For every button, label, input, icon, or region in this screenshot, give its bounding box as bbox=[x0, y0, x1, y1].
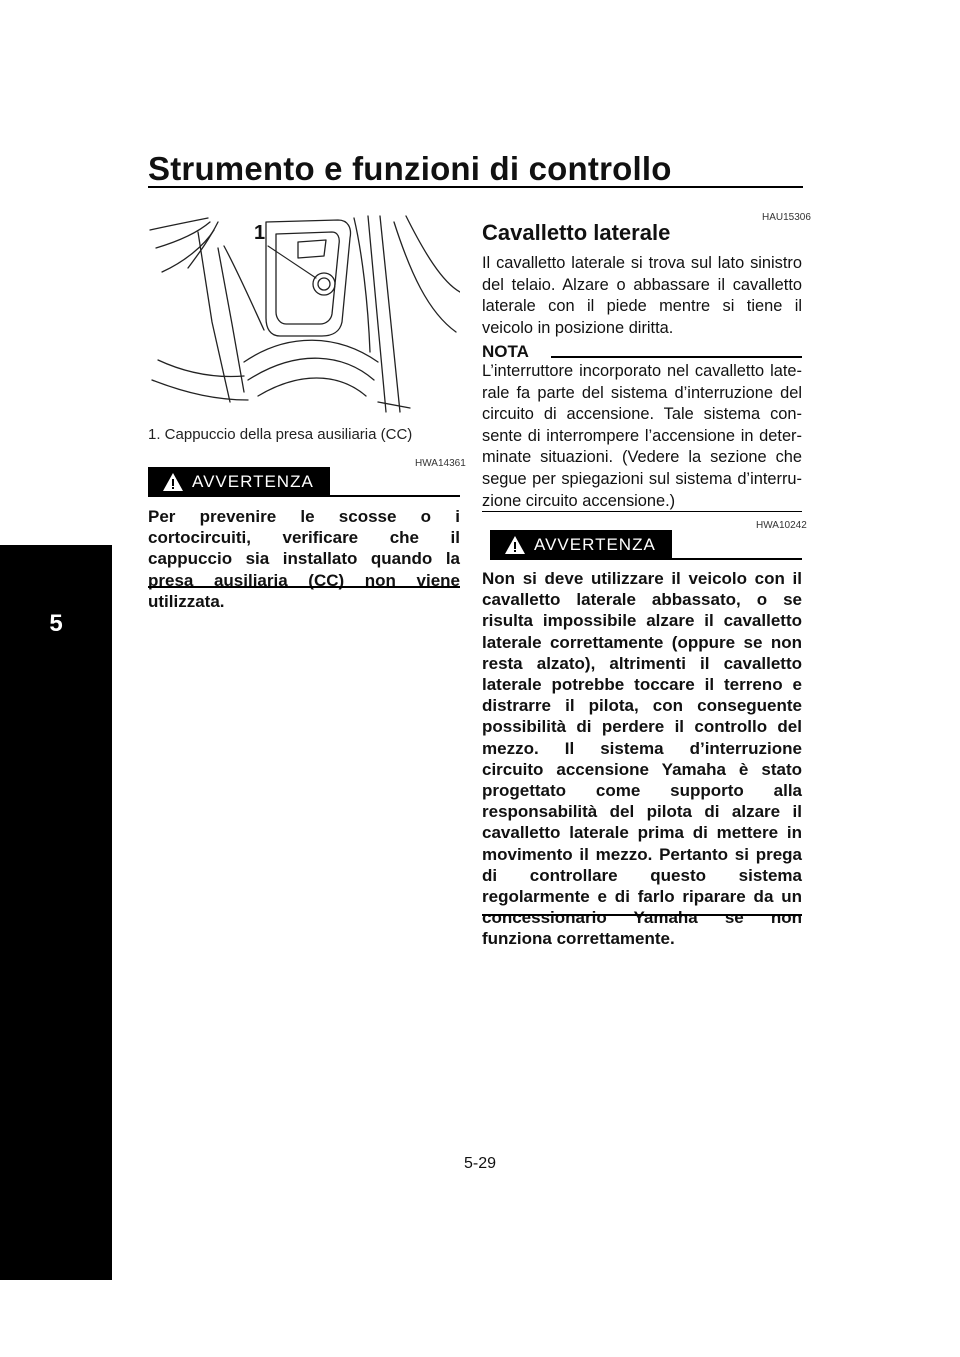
warning-label: AVVERTENZA bbox=[192, 472, 314, 491]
warning-badge-2: AVVERTENZA bbox=[490, 530, 672, 560]
warning-triangle-icon bbox=[163, 473, 183, 491]
warning-ref-code-2: HWA10242 bbox=[756, 520, 807, 531]
warning-label-2: AVVERTENZA bbox=[534, 535, 656, 554]
warning-ref-code: HWA14361 bbox=[415, 458, 466, 469]
warning-header-rule bbox=[320, 495, 460, 497]
chapter-tab bbox=[0, 545, 112, 1280]
warning-header-rule-2 bbox=[665, 558, 802, 560]
chapter-number: 5 bbox=[49, 610, 63, 637]
warning-end-rule bbox=[148, 586, 460, 588]
warning-text-2: Non si deve utilizzare il veicolo con il… bbox=[482, 569, 802, 949]
warning-header: AVVERTENZA bbox=[148, 467, 460, 497]
figure-caption: 1. Cappuccio della presa ausiliaria (CC) bbox=[148, 426, 413, 443]
socket-cap-illustration: 1 bbox=[148, 212, 461, 417]
section-title: Cavalletto laterale bbox=[482, 220, 671, 245]
warning-badge: AVVERTENZA bbox=[148, 467, 330, 497]
figure-callout-number: 1 bbox=[254, 222, 266, 244]
note-header-rule bbox=[551, 356, 802, 358]
note-label: NOTA bbox=[482, 342, 529, 361]
warning-end-rule-2 bbox=[482, 914, 802, 916]
section-ref-code: HAU15306 bbox=[762, 212, 811, 223]
note-text: L’interruttore incorporato nel cavallett… bbox=[482, 362, 802, 510]
page-number: 5-29 bbox=[463, 1155, 497, 1172]
warning-triangle-icon bbox=[505, 536, 525, 554]
warning-text: Per prevenire le scosse o i cortocircuit… bbox=[148, 507, 460, 611]
section-body: Il cavalletto laterale si trova sul lato… bbox=[482, 254, 802, 337]
note-end-rule bbox=[482, 511, 802, 512]
page-title: Strumento e funzioni di controllo bbox=[148, 150, 672, 187]
header-rule bbox=[148, 186, 803, 188]
warning-header-2: AVVERTENZA bbox=[490, 530, 802, 560]
